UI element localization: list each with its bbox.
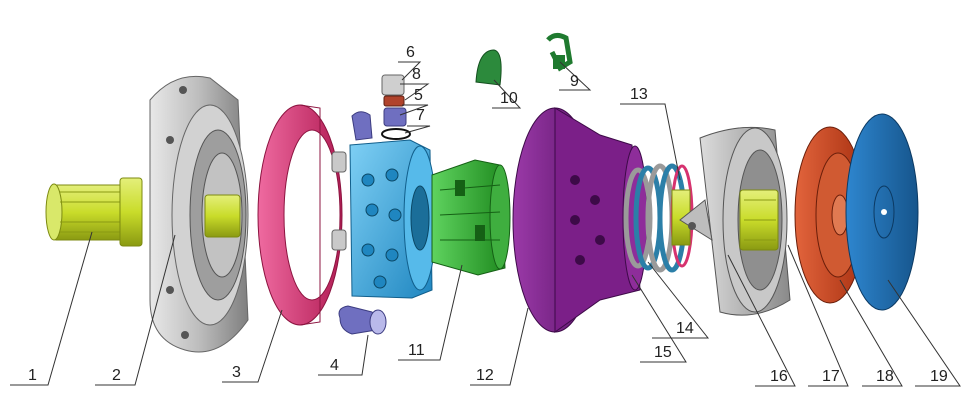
label-2: 2: [112, 367, 121, 384]
roller-set: [331, 111, 387, 335]
leader-lines: [10, 61, 961, 387]
end-housing: [679, 126, 791, 316]
label-14: 14: [676, 320, 694, 337]
small-parts-stack: [381, 74, 411, 140]
label-19: 19: [930, 368, 948, 385]
label-12: 12: [476, 367, 494, 384]
label-9: 9: [570, 73, 579, 90]
stator-ring-pink: [257, 104, 343, 326]
label-8: 8: [412, 66, 421, 83]
label-17: 17: [822, 368, 840, 385]
label-16: 16: [770, 368, 788, 385]
flange-housing: [149, 75, 249, 353]
label-10: 10: [500, 90, 518, 107]
label-6: 6: [406, 44, 415, 61]
label-13: 13: [630, 86, 648, 103]
green-clip: [546, 32, 573, 72]
output-shaft: [45, 177, 143, 247]
label-4: 4: [330, 357, 339, 374]
green-cap: [475, 49, 502, 86]
label-3: 3: [232, 364, 241, 381]
label-7: 7: [416, 107, 425, 124]
valve-green: [431, 159, 511, 276]
blue-end-plate: [845, 113, 919, 311]
label-15: 15: [654, 344, 672, 361]
manifold-block: [349, 139, 437, 299]
label-5: 5: [414, 87, 423, 104]
label-18: 18: [876, 368, 894, 385]
label-11: 11: [408, 342, 425, 359]
label-1: 1: [28, 367, 37, 384]
